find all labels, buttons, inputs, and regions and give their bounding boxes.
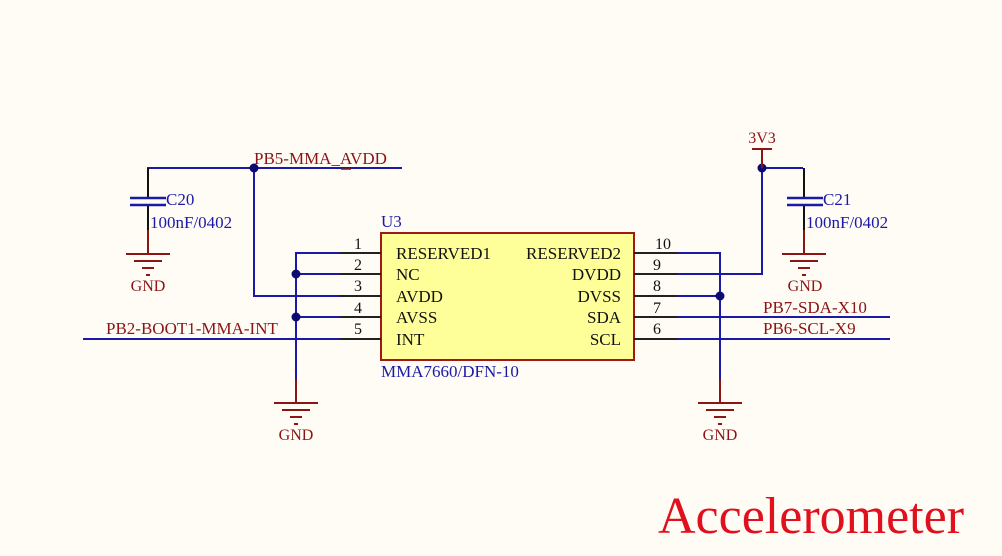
gnd-label: GND bbox=[279, 427, 314, 444]
gnd-symbol-c20 bbox=[126, 253, 170, 276]
right-gnd-bus-wire[interactable] bbox=[678, 252, 721, 380]
right-pins bbox=[634, 252, 678, 340]
net-label-scl: PB6-SCL-X9 bbox=[763, 319, 856, 338]
gnd-symbol-c21 bbox=[782, 253, 826, 276]
pin-4-number: 4 bbox=[354, 300, 362, 317]
pin-4-name: AVSS bbox=[396, 308, 437, 327]
pin-8-number: 8 bbox=[653, 278, 661, 295]
u3-part-number: MMA7660/DFN-10 bbox=[381, 362, 519, 381]
junction-dot bbox=[291, 269, 301, 279]
pin-9-name: DVDD bbox=[572, 265, 621, 284]
pin-3-name: AVDD bbox=[396, 287, 443, 306]
pin-6-number: 6 bbox=[653, 321, 661, 338]
pin-8-name: DVSS bbox=[578, 287, 621, 306]
capacitor-c21[interactable] bbox=[787, 168, 823, 253]
u3-designator: U3 bbox=[381, 212, 402, 231]
gnd-label: GND bbox=[788, 278, 823, 295]
pin-7-number: 7 bbox=[653, 300, 661, 317]
sheet-title: Accelerometer bbox=[658, 488, 964, 545]
capacitor-c20[interactable] bbox=[130, 168, 166, 253]
supply-label-3v3: 3V3 bbox=[748, 130, 776, 147]
net-label-sda: PB7-SDA-X10 bbox=[763, 298, 867, 317]
gnd-symbol-left bbox=[274, 380, 318, 425]
net-label-avdd: PB5-MMA_AVDD bbox=[254, 149, 387, 168]
gnd-label: GND bbox=[703, 427, 738, 444]
c21-value: 100nF/0402 bbox=[806, 213, 888, 232]
gnd-label: GND bbox=[131, 278, 166, 295]
pin-5-name: INT bbox=[396, 330, 425, 349]
pin-6-name: SCL bbox=[590, 330, 621, 349]
pin-10-name: RESERVED2 bbox=[526, 244, 621, 263]
c21-designator: C21 bbox=[823, 190, 851, 209]
junction-dot bbox=[291, 312, 301, 322]
left-pins bbox=[340, 252, 381, 340]
gnd-symbol-right bbox=[698, 380, 742, 425]
pin-7-name: SDA bbox=[587, 308, 622, 327]
left-gnd-bus-wire[interactable] bbox=[295, 252, 340, 380]
pin-1-name: RESERVED1 bbox=[396, 244, 491, 263]
u3-body[interactable] bbox=[380, 232, 635, 361]
c20-designator: C20 bbox=[166, 190, 194, 209]
pin-2-number: 2 bbox=[354, 257, 362, 274]
pin-2-name: NC bbox=[396, 265, 420, 284]
junction-dot bbox=[249, 163, 259, 173]
pin-9-number: 9 bbox=[653, 257, 661, 274]
pin-5-number: 5 bbox=[354, 321, 362, 338]
junction-dot bbox=[715, 291, 725, 301]
dvdd-wire[interactable] bbox=[678, 168, 763, 275]
power-port-3v3 bbox=[752, 148, 772, 168]
pin-1-number: 1 bbox=[354, 236, 362, 253]
pin-10-number: 10 bbox=[655, 236, 671, 253]
avdd-pin3-wire[interactable] bbox=[253, 168, 340, 297]
c20-value: 100nF/0402 bbox=[150, 213, 232, 232]
net-label-int: PB2-BOOT1-MMA-INT bbox=[106, 319, 279, 338]
pin-3-number: 3 bbox=[354, 278, 362, 295]
